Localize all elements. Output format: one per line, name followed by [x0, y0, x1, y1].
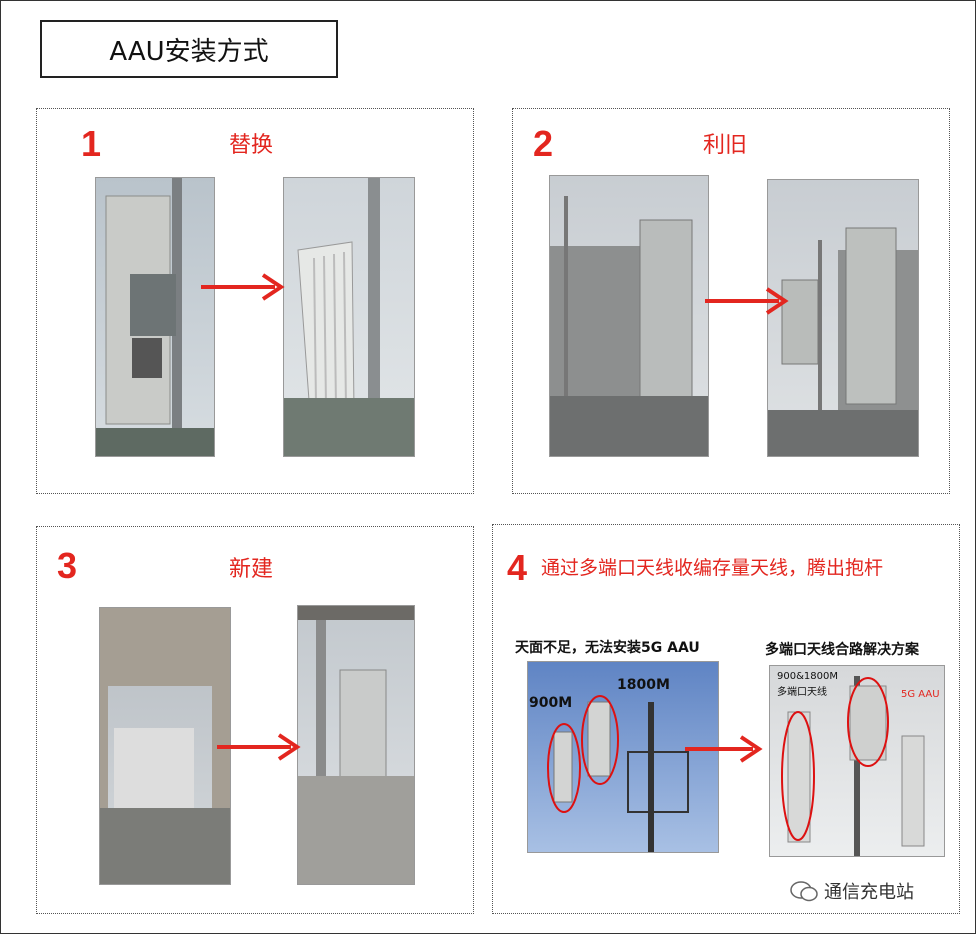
tag-1800m: 1800M — [617, 677, 670, 693]
tag-multiport-name: 多端口天线 — [777, 687, 827, 698]
arrow-right-icon — [685, 735, 763, 763]
photo-after — [767, 179, 919, 457]
photo-after — [769, 665, 945, 857]
photo-before — [549, 175, 709, 457]
photo-after — [283, 177, 415, 457]
right-caption: 多端口天线合路解决方案 — [765, 642, 919, 658]
panel-label: 新建 — [229, 557, 274, 582]
panel-label: 替换 — [229, 133, 274, 158]
left-caption: 天面不足，无法安装5G AAU — [515, 640, 700, 656]
panel-number: 4 — [507, 547, 528, 588]
panel-label: 通过多端口天线收编存量天线，腾出抱杆 — [541, 557, 884, 579]
watermark-text: 通信充电站 — [824, 882, 914, 903]
panel-number: 1 — [81, 123, 102, 164]
panel-multiport: 4 通过多端口天线收编存量天线，腾出抱杆 天面不足，无法安装5G AAU 多端口… — [492, 524, 960, 914]
panel-label: 利旧 — [703, 133, 748, 158]
watermark: 通信充电站 — [790, 878, 914, 904]
wechat-icon — [790, 881, 818, 902]
panel-replace: 1 替换 — [36, 108, 474, 494]
panel-new: 3 新建 — [36, 526, 474, 914]
panel-number: 3 — [57, 545, 78, 586]
arrow-right-icon — [217, 733, 301, 761]
photo-before — [527, 661, 719, 853]
tag-5g-aau: 5G AAU — [901, 689, 940, 700]
photo-before — [95, 177, 215, 457]
tag-900m: 900M — [529, 695, 573, 711]
arrow-right-icon — [201, 273, 285, 301]
panel-number: 2 — [533, 123, 554, 164]
arrow-right-icon — [705, 287, 789, 315]
photo-after — [297, 605, 415, 885]
page-title: AAU安装方式 — [40, 20, 338, 78]
panel-reuse: 2 利旧 — [512, 108, 950, 494]
photo-before — [99, 607, 231, 885]
tag-multiport-band: 900&1800M — [777, 671, 838, 682]
